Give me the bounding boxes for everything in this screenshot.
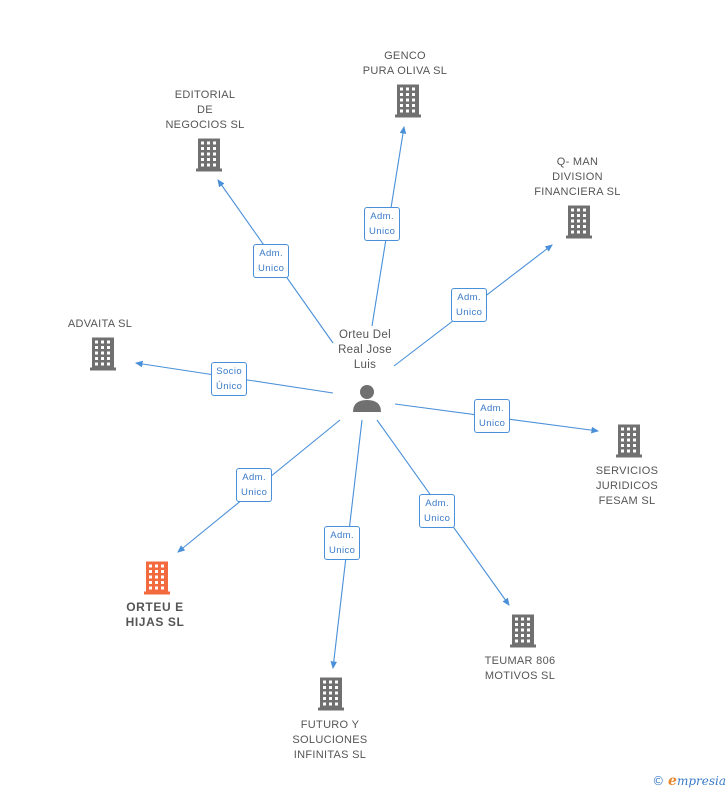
edge-label-editorial[interactable]: Adm. Unico <box>253 244 290 278</box>
edge-label-qman[interactable]: Adm. Unico <box>451 288 488 322</box>
building-icon-teumar[interactable] <box>510 614 536 648</box>
building-icon-genco[interactable] <box>395 84 421 118</box>
copyright-symbol: © <box>652 774 665 788</box>
edge-label-advaita[interactable]: Socio Único <box>211 362 248 396</box>
company-name-genco[interactable]: GENCO PURA OLIVA SL <box>362 50 448 77</box>
edge-label-servicios[interactable]: Adm. Unico <box>474 399 511 433</box>
company-name-orteu[interactable]: ORTEU E HIJAS SL <box>125 600 185 629</box>
brand-name: mpresia <box>676 774 726 788</box>
building-icon-advaita[interactable] <box>90 337 116 371</box>
company-name-qman[interactable]: Q- MAN DIVISION FINANCIERA SL <box>534 156 621 198</box>
edge-label-futuro[interactable]: Adm. Unico <box>324 526 361 560</box>
building-icon-orteu[interactable] <box>144 561 170 595</box>
empresia-logo[interactable]: © empresia <box>652 773 726 789</box>
building-icon-futuro[interactable] <box>318 677 344 711</box>
building-icon-servicios[interactable] <box>616 424 642 458</box>
company-name-advaita[interactable]: ADVAITA SL <box>67 318 133 330</box>
edge-label-orteu[interactable]: Adm. Unico <box>236 468 273 502</box>
company-name-servicios[interactable]: SERVICIOS JURIDICOS FESAM SL <box>595 465 659 507</box>
brand-initial: e <box>668 773 677 789</box>
company-name-editorial[interactable]: EDITORIAL DE NEGOCIOS SL <box>165 89 245 131</box>
building-icon-editorial[interactable] <box>196 138 222 172</box>
center-person-name[interactable]: Orteu Del Real Jose Luis <box>338 329 392 371</box>
company-name-teumar[interactable]: TEUMAR 806 MOTIVOS SL <box>484 655 556 682</box>
company-name-futuro[interactable]: FUTURO Y SOLUCIONES INFINITAS SL <box>292 719 368 761</box>
buildings-group <box>90 84 642 711</box>
edge-label-genco[interactable]: Adm. Unico <box>364 207 401 241</box>
building-icon-qman[interactable] <box>566 205 592 239</box>
edge-label-teumar[interactable]: Adm. Unico <box>419 494 456 528</box>
person-icon[interactable] <box>353 385 381 412</box>
